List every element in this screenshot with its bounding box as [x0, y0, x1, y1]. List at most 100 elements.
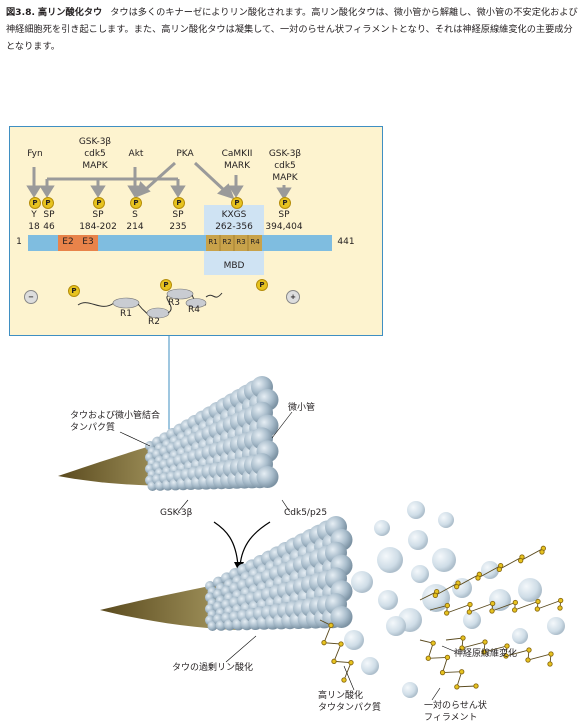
phospho-dot — [348, 660, 354, 666]
tubulin-sphere — [215, 620, 227, 631]
tubulin-sphere — [205, 453, 223, 471]
tubulin-sphere — [251, 376, 273, 398]
tubulin-sphere — [229, 411, 250, 432]
tubulin-sphere — [269, 584, 286, 601]
plus-icon: + — [286, 290, 300, 304]
tubulin-sphere — [245, 591, 259, 606]
tubulin-sphere — [322, 607, 344, 629]
tubulin-sphere — [264, 559, 281, 576]
tubulin-sphere — [463, 611, 481, 629]
tubulin-sphere — [159, 459, 171, 471]
tubulin-sphere — [281, 552, 299, 570]
tubulin-sphere — [215, 460, 234, 479]
repeat-r1-fold: R1 — [120, 309, 132, 319]
tubulin-sphere — [398, 608, 422, 632]
phospho-dot — [439, 669, 446, 676]
tubulin-sphere — [518, 578, 542, 602]
tubulin-sphere — [183, 459, 198, 474]
phospho-dot — [321, 640, 327, 646]
tubulin-sphere — [234, 446, 255, 466]
site-sp3-num: 235 — [169, 222, 187, 232]
tubulin-sphere — [207, 586, 218, 597]
tubulin-sphere — [351, 571, 373, 593]
phospho-dot — [460, 635, 466, 641]
phospho-dot — [558, 597, 564, 604]
tubulin-sphere — [264, 614, 281, 630]
tubulin-sphere — [253, 589, 268, 605]
tubulin-sphere — [236, 408, 258, 429]
tubulin-sphere — [152, 449, 163, 460]
repeat-r4-fold: R4 — [188, 305, 200, 315]
tubulin-sphere — [256, 563, 272, 579]
tubulin-sphere — [229, 457, 250, 478]
paired-helical-filament — [319, 619, 352, 681]
tubulin-sphere — [159, 445, 171, 458]
tubulin-sphere — [256, 388, 279, 411]
phospho-dot — [432, 592, 438, 598]
tubulin-sphere — [207, 609, 218, 620]
tubulin-sphere — [191, 457, 206, 473]
tubulin-sphere — [187, 415, 203, 430]
figure-caption: 図3.8. 高リン酸化タウタウは多くのキナーゼによりリン酸化されます。高リン酸化… — [6, 4, 578, 55]
tubulin-sphere — [512, 628, 528, 644]
tubulin-sphere — [241, 468, 263, 489]
tubulin-sphere — [205, 473, 223, 490]
tubulin-sphere — [256, 615, 272, 630]
tubulin-sphere — [344, 630, 364, 650]
tubulin-sphere — [253, 572, 268, 587]
tubulin-sphere — [166, 456, 179, 469]
tubulin-sphere — [176, 431, 190, 445]
tubulin-sphere — [220, 429, 239, 448]
tubulin-sphere — [325, 516, 347, 538]
tubulin-sphere — [232, 603, 245, 617]
tubulin-sphere — [256, 414, 279, 437]
tubulin-sphere — [213, 576, 224, 588]
phospho-dot — [338, 641, 344, 647]
tubulin-sphere — [297, 588, 317, 607]
tubulin-sphere — [269, 565, 286, 582]
tubulin-sphere — [249, 442, 271, 464]
phospho-dot — [476, 571, 482, 577]
tubulin-sphere — [248, 616, 263, 630]
tubulin-sphere — [183, 427, 198, 442]
phospho-icon: P — [93, 197, 105, 209]
tubulin-sphere — [314, 608, 335, 629]
phospho-icon: P — [130, 197, 142, 209]
label-phf-1: 一対のらせん状 — [424, 701, 487, 711]
tubulin-sphere — [281, 572, 299, 590]
tubulin-sphere — [152, 473, 163, 485]
tubulin-sphere — [237, 563, 251, 577]
tubulin-sphere — [183, 443, 198, 458]
tubulin-sphere — [229, 568, 242, 581]
tubulin-sphere — [234, 400, 255, 421]
transition-arrows — [213, 521, 271, 567]
tubulin-sphere — [248, 583, 263, 598]
tubulin-sphere — [169, 478, 182, 491]
tubulin-sphere — [223, 592, 236, 604]
phospho-dot — [535, 598, 541, 605]
tubulin-sphere — [201, 425, 218, 442]
tubulin-sphere — [222, 415, 242, 435]
tubulin-sphere — [159, 472, 171, 484]
phospho-dot — [454, 684, 460, 690]
tau-phosphorylation-panel: Fyn GSK-3β cdk5 MAPK Akt PKA CaMKII MARK… — [9, 126, 383, 336]
tubulin-sphere — [222, 459, 242, 478]
minus-icon: − — [24, 290, 38, 304]
figure-number: 図3.8. — [6, 7, 35, 18]
phospho-icon: P — [173, 197, 185, 209]
tubulin-sphere — [215, 595, 227, 607]
tubulin-sphere — [261, 568, 277, 585]
tubulin-sphere — [273, 593, 290, 611]
tubulin-sphere — [301, 551, 321, 572]
tubulin-sphere — [221, 599, 233, 611]
tubulin-sphere — [377, 547, 403, 573]
tubulin-sphere — [317, 569, 339, 592]
tubulin-sphere — [330, 554, 353, 577]
tubulin-sphere — [215, 418, 234, 437]
tubulin-sphere — [481, 561, 499, 579]
tubulin-sphere — [237, 609, 251, 623]
tubulin-sphere — [208, 462, 226, 480]
tubulin-sphere — [285, 558, 303, 577]
phospho-dot — [496, 566, 502, 572]
tubulin-sphere — [212, 432, 231, 450]
